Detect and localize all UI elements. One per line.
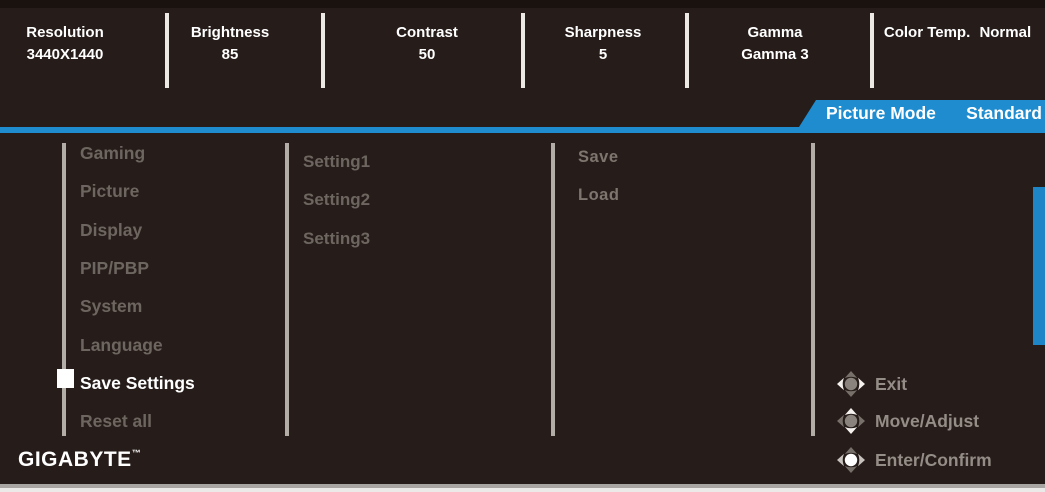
legend-enter-confirm: Enter/Confirm	[836, 446, 992, 474]
joystick-left-right-icon	[837, 371, 865, 397]
picture-mode-label: Picture Mode	[826, 103, 936, 123]
legend-exit: Exit	[836, 370, 907, 398]
status-value: 50	[418, 46, 436, 63]
menu-item-language[interactable]: Language	[80, 335, 163, 355]
status-brightness: Brightness 85	[170, 22, 290, 66]
status-divider	[685, 13, 689, 88]
bottom-strip	[0, 484, 1045, 488]
status-divider	[870, 13, 874, 88]
bottom-strip-highlight	[0, 488, 1045, 492]
status-divider	[321, 13, 325, 88]
menu-item-pip-pbp[interactable]: PIP/PBP	[80, 258, 150, 278]
column-divider	[811, 143, 815, 436]
submenu-item-setting3[interactable]: Setting3	[303, 229, 371, 248]
status-value: 85	[221, 46, 239, 63]
legend-label: Exit	[875, 373, 908, 394]
menu-item-reset-all[interactable]: Reset all	[80, 411, 152, 431]
status-gamma: Gamma Gamma 3	[715, 22, 835, 66]
gigabyte-logo: GIGABYTE™	[18, 448, 141, 472]
legend-move-adjust: Move/Adjust	[836, 407, 979, 435]
joystick-press-icon	[837, 447, 865, 473]
picture-mode-value: Standard	[966, 103, 1042, 123]
status-value: 5	[598, 46, 608, 63]
status-value: 3440X1440	[26, 46, 104, 63]
legend-label: Enter/Confirm	[875, 449, 992, 470]
legend-label: Move/Adjust	[875, 410, 980, 431]
status-divider	[165, 13, 169, 88]
status-label: Color Temp.	[883, 24, 971, 41]
column-divider	[62, 143, 66, 436]
status-color-temp: Color Temp. Normal	[875, 22, 1040, 44]
status-label: Resolution	[26, 24, 104, 41]
trademark-symbol: ™	[131, 448, 141, 458]
status-contrast: Contrast 50	[367, 22, 487, 66]
status-label: Brightness	[190, 24, 270, 41]
column-divider	[285, 143, 289, 436]
top-edge-shadow	[0, 0, 1045, 8]
submenu-item-setting2[interactable]: Setting2	[303, 190, 371, 209]
action-save[interactable]: Save	[578, 148, 619, 166]
submenu-item-setting1[interactable]: Setting1	[303, 152, 371, 171]
active-item-marker	[57, 369, 74, 388]
menu-item-gaming[interactable]: Gaming	[80, 143, 146, 163]
separator-line	[0, 127, 1045, 133]
brand-name: GIGABYTE	[18, 448, 132, 471]
menu-item-picture[interactable]: Picture	[80, 181, 140, 201]
status-resolution: Resolution 3440X1440	[5, 22, 125, 66]
menu-item-display[interactable]: Display	[80, 220, 143, 240]
status-label: Gamma	[747, 24, 803, 41]
status-value: Gamma 3	[741, 46, 809, 63]
action-load[interactable]: Load	[578, 186, 620, 204]
status-divider	[521, 13, 525, 88]
column-divider	[551, 143, 555, 436]
menu-item-save-settings[interactable]: Save Settings	[80, 373, 195, 393]
status-sharpness: Sharpness 5	[543, 22, 663, 66]
scrollbar[interactable]	[1033, 187, 1045, 345]
status-label: Contrast	[396, 24, 458, 41]
joystick-up-down-icon	[837, 408, 865, 434]
menu-item-system[interactable]: System	[80, 296, 143, 316]
picture-mode-tab[interactable]: Picture Mode Standard	[799, 100, 1045, 127]
status-value: Normal	[979, 24, 1032, 41]
status-label: Sharpness	[564, 24, 642, 41]
